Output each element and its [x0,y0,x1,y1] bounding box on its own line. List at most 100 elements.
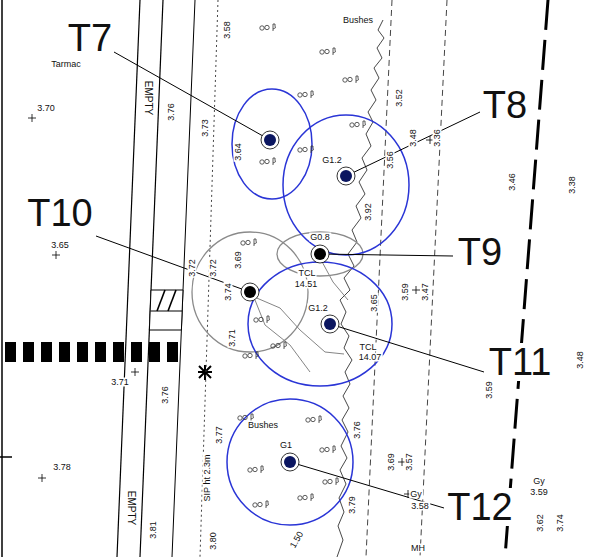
boundary-dash [505,0,548,557]
spot-cross [38,474,46,482]
spot-height: 3.65 [50,241,70,250]
tree-dot [244,286,256,298]
canopy-outline [227,399,353,525]
spot-height: 3.58 [223,20,232,40]
map-note: TCL [358,343,377,352]
spot-height: 3.56 [386,150,395,170]
tree-ring [311,245,329,263]
spot-height: 3.79 [348,495,357,515]
canopy-outline [283,115,409,255]
bush-symbol [241,239,257,246]
bush-symbol [298,91,314,98]
spot-height: 3.71 [228,328,237,348]
leader-line [320,254,453,256]
spot-height: 3.48 [409,128,418,148]
spot-height: 3.92 [364,202,373,222]
bush-symbol [243,352,259,359]
hatch-line [157,290,165,311]
spot-height: 3.48 [576,350,585,370]
spot-height: 3.59 [401,282,410,302]
spot-height: 3.59 [485,380,494,400]
map-note: EMPTY [143,80,153,116]
map-note: EMPTY [126,490,136,526]
tree-tag: T12 [446,488,513,526]
dashed-line [420,0,447,557]
tree-dot [264,134,276,146]
girth-note: G0.8 [309,233,331,242]
leader-line [346,112,480,176]
spot-height: 3.81 [149,520,158,540]
bush-symbol [271,342,287,349]
box-divider [150,311,182,312]
tree-dot [340,170,352,182]
map-note: Bushes [247,421,279,430]
spot-height: 3.69 [387,452,396,472]
bush-symbol [254,316,270,323]
bush-symbol [320,446,336,453]
bush-symbol [350,121,366,128]
spot-cross [52,251,60,259]
spot-height: 3.78 [52,463,72,472]
tree-ring [241,283,259,301]
spot-height: 3.76 [167,102,176,122]
hatch-line [168,290,176,311]
map-note: TCL [297,269,316,278]
bush-symbol [260,24,276,31]
spot-height: 3.70 [36,104,56,113]
spot-height: 3.72 [188,258,197,278]
spot-height: 3.69 [234,250,243,270]
spot-cross [412,286,420,294]
spot-height: 3.59 [529,488,549,497]
bush-symbol [298,146,314,153]
bush-symbol [306,416,322,423]
kerb-line [172,0,195,557]
leader-line [330,324,484,372]
bush-symbol [248,466,264,473]
spot-height: 1.50 [288,529,306,550]
tree-dot [284,456,296,468]
spot-cross [28,114,36,122]
root-line [320,258,348,300]
tree-tag: T8 [482,86,528,124]
tree-tag: T11 [488,343,553,381]
tree-ring [281,453,299,471]
frame-line [1,0,3,557]
spot-height: 3.58 [410,502,430,511]
tree-tag: T10 [26,194,93,232]
girth-note: G1 [279,441,293,450]
bush-symbol [260,158,276,165]
canopy-outline [232,89,312,199]
bush-symbol [323,478,339,485]
spot-height: 3.62 [536,513,545,533]
map-note: 14.07 [358,353,383,362]
leader-line [114,52,270,140]
bush-symbol [320,48,336,55]
tree-ring [337,167,355,185]
spot-height: 3.76 [161,385,170,405]
bush-symbol [343,76,359,83]
spot-height: 3.74 [224,282,233,302]
spot-height: 3.57 [405,452,414,472]
spot-height: 3.73 [201,118,210,138]
tree-tag: T7 [67,19,113,57]
spot-height: 3.46 [508,172,517,192]
map-note: Bushes [342,16,374,25]
spot-height: 3.47 [421,282,430,302]
boundary-dash [5,342,180,362]
canopy-outline [192,232,308,352]
bush-symbol [253,501,269,508]
hedge-edge [337,20,384,557]
tree-ring [321,315,339,333]
spot-height: 3.74 [556,513,565,533]
kerb-line [140,0,163,557]
tree-tag: T9 [457,233,503,271]
spot-cross [131,368,139,376]
map-note: 14.51 [294,280,319,289]
tree-dot [324,318,336,330]
spot-height: 3.52 [395,88,404,108]
map-note: Gy [532,477,546,486]
fence-line [200,0,218,557]
hatched-box [149,290,183,330]
kerb-line [117,0,140,557]
